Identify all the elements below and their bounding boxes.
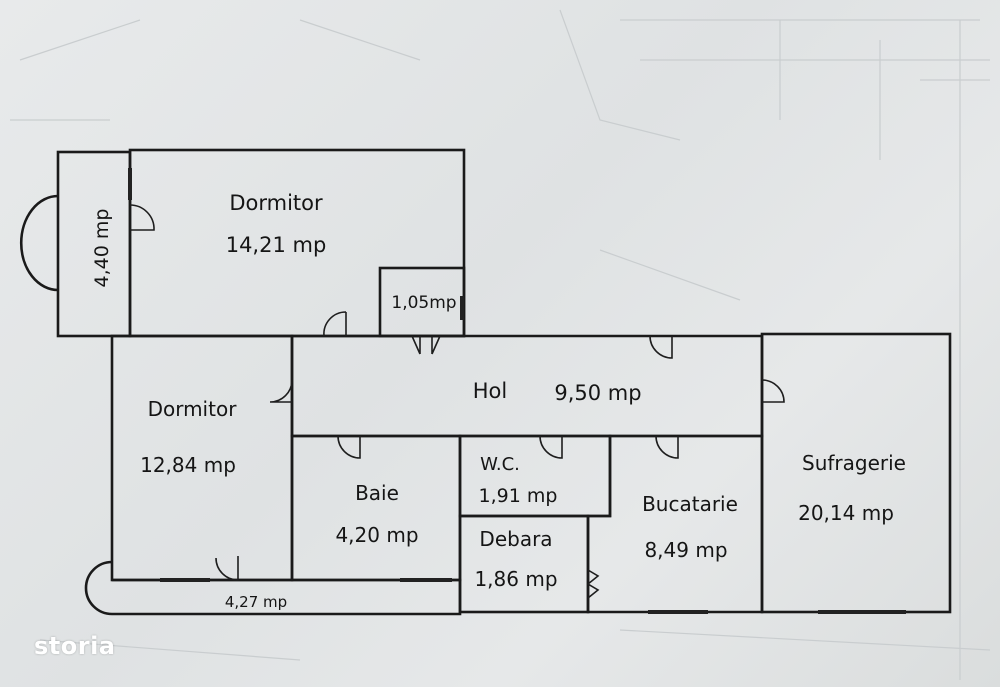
background-sketch bbox=[10, 9, 991, 680]
room-area-living-room: 20,14 mp bbox=[798, 501, 894, 525]
door-swing bbox=[129, 204, 155, 231]
kitchen-walls bbox=[586, 434, 764, 614]
room-area-closet: 1,05mp bbox=[391, 293, 456, 313]
room-name-kitchen: Bucatarie bbox=[642, 492, 738, 516]
bottom-balcony-arc bbox=[84, 560, 113, 616]
room-area-bathroom: 4,20 mp bbox=[335, 523, 418, 547]
door-swing bbox=[649, 335, 673, 359]
door-swing bbox=[655, 435, 679, 459]
room-labels: Dormitor 14,21 mp 4,40 mp 1,05mp Hol 9,5… bbox=[91, 191, 906, 611]
room-name-living-room: Sufragerie bbox=[802, 451, 906, 475]
room-name-storage: Debara bbox=[479, 527, 552, 551]
openings bbox=[128, 168, 906, 614]
room-name-dormitor-top: Dormitor bbox=[229, 191, 323, 215]
door-swing bbox=[411, 335, 441, 355]
door-swing bbox=[539, 435, 563, 459]
room-area-hall: 9,50 mp bbox=[554, 381, 641, 405]
room-name-hall: Hol bbox=[473, 379, 507, 403]
room-area-dormitor-left: 12,84 mp bbox=[140, 453, 236, 477]
door-swing bbox=[761, 379, 785, 403]
room-area-storage: 1,86 mp bbox=[474, 567, 557, 591]
left-balcony-arc bbox=[19, 194, 59, 292]
room-area-wc: 1,91 mp bbox=[479, 485, 558, 507]
room-area-balcony: 4,40 mp bbox=[91, 209, 113, 288]
hall-walls bbox=[290, 334, 764, 438]
bottom-balcony-walls bbox=[112, 578, 462, 616]
room-name-wc: W.C. bbox=[480, 454, 520, 475]
door-swing bbox=[269, 379, 293, 403]
room-name-dormitor-left: Dormitor bbox=[148, 397, 238, 421]
walls bbox=[19, 148, 952, 616]
room-area-dormitor-top: 14,21 mp bbox=[226, 233, 327, 257]
room-area-kitchen: 8,49 mp bbox=[644, 538, 727, 562]
storia-watermark-logo: storia bbox=[34, 632, 116, 660]
stairs-mark bbox=[586, 569, 600, 599]
door-swing bbox=[323, 311, 347, 337]
door-swing bbox=[215, 556, 239, 581]
door-swing bbox=[337, 435, 361, 459]
bathroom-walls bbox=[290, 434, 462, 582]
room-name-bathroom: Baie bbox=[355, 481, 399, 505]
room-area-bottom-balcony: 4,27 mp bbox=[225, 593, 287, 611]
